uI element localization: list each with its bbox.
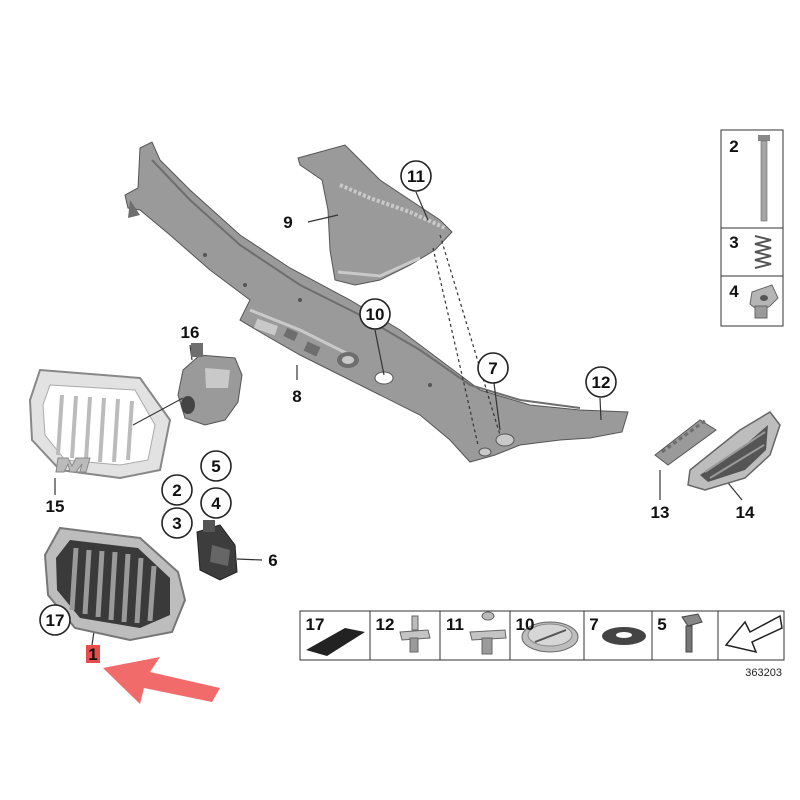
callout-4: 4 [200, 487, 232, 519]
callout-17: 17 [39, 604, 71, 636]
bolt-icon [758, 135, 770, 222]
rivet-icon [469, 611, 507, 655]
trim-strip-part [654, 418, 717, 466]
pad-icon [306, 628, 365, 656]
svg-text:4: 4 [211, 494, 221, 513]
bottom-legend-box [299, 610, 785, 661]
bottom-legend-5: 5 [657, 615, 666, 634]
svg-text:10: 10 [366, 305, 385, 324]
svg-text:12: 12 [592, 373, 611, 392]
callout-11: 11 [400, 160, 432, 192]
nut-icon [749, 284, 779, 319]
side-legend-box [720, 129, 784, 327]
callout-1-highlighted: 1 [86, 645, 100, 664]
callout-9: 9 [283, 213, 292, 232]
side-legend-3: 3 [729, 233, 738, 252]
bottom-legend-10: 10 [516, 615, 535, 634]
svg-text:2: 2 [172, 481, 181, 500]
callout-8: 8 [292, 387, 301, 406]
callout-10: 10 [359, 298, 391, 330]
bottom-legend-17: 17 [306, 615, 325, 634]
bracket-part [177, 343, 243, 426]
svg-text:7: 7 [488, 359, 497, 378]
grommet-icon [521, 621, 579, 653]
callout-12: 12 [585, 366, 617, 398]
callout-6: 6 [268, 551, 277, 570]
side-legend-labels: 2 3 4 [729, 137, 739, 301]
callout-3: 3 [161, 507, 193, 539]
kidney-grille-part [43, 526, 187, 642]
m-badge-emblem [55, 457, 91, 473]
orientation-arrow-icon [724, 614, 783, 654]
bottom-legend-labels: 17 12 11 10 7 5 [306, 615, 667, 634]
callout-labels: 11 10 7 12 5 2 4 3 [39, 160, 755, 664]
cover-part [297, 144, 453, 286]
clip-part [196, 520, 238, 581]
bottom-legend-12: 12 [376, 615, 395, 634]
callout-2: 2 [161, 474, 193, 506]
svg-text:1: 1 [88, 645, 97, 664]
bottom-legend-11: 11 [446, 615, 464, 634]
cowl-panel-part [124, 141, 629, 463]
callout-16: 16 [181, 323, 200, 342]
callout-13: 13 [651, 503, 670, 522]
washer-icon [602, 627, 646, 645]
callout-14: 14 [736, 503, 755, 522]
svg-text:17: 17 [46, 611, 65, 630]
callout-15: 15 [46, 497, 65, 516]
svg-text:5: 5 [211, 457, 220, 476]
bottom-legend-7: 7 [589, 615, 598, 634]
side-vent-part [687, 411, 781, 491]
push-clip-icon [399, 615, 431, 653]
screw-icon [681, 613, 703, 653]
drawing-number: 363203 [745, 667, 782, 679]
callout-7: 7 [477, 352, 509, 384]
side-legend-4: 4 [729, 282, 739, 301]
spring-icon [754, 235, 772, 269]
grille-with-badge [28, 368, 184, 480]
callout-5: 5 [200, 450, 232, 482]
side-legend-2: 2 [729, 137, 738, 156]
svg-text:11: 11 [407, 167, 425, 186]
svg-text:3: 3 [172, 514, 181, 533]
highlight-arrow-icon [103, 657, 220, 704]
